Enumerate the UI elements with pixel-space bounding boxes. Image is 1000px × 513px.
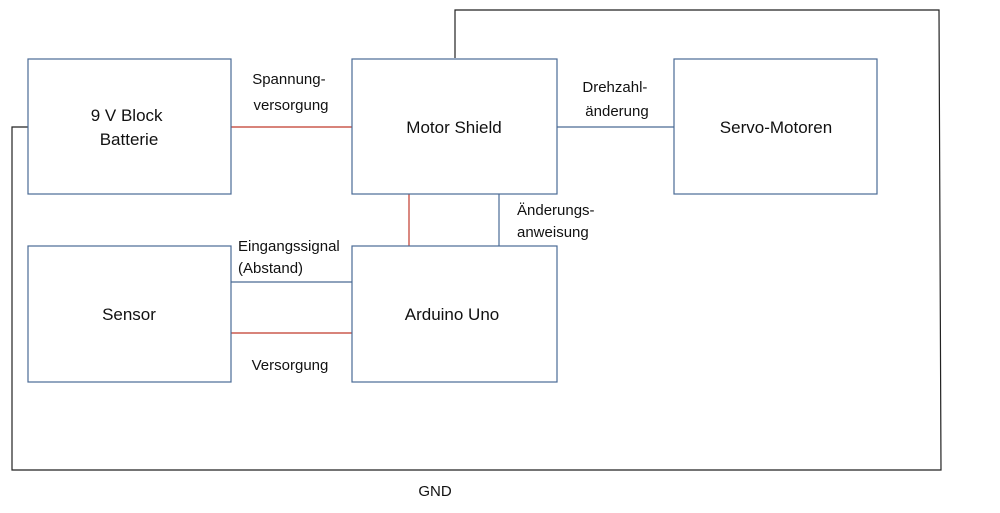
versorgung-label: Versorgung [252, 357, 329, 374]
eingangssignal-label: Eingangssignal (Abstand) [238, 238, 344, 277]
eingangssignal-line-1: Eingangssignal [238, 238, 340, 255]
drehzahlaenderung-line-1: Drehzahl- [582, 79, 647, 96]
motor-shield-block: Motor Shield [351, 58, 558, 195]
servo-label: Servo-Motoren [720, 118, 832, 137]
eingangssignal-line-2: (Abstand) [238, 260, 303, 277]
battery-label: 9 V Block Batterie [91, 106, 168, 149]
gnd-wire [11, 9, 942, 471]
aenderungsanweisung-line-2: anweisung [517, 224, 589, 241]
spannungsversorgung-line-1: Spannung- [252, 71, 325, 88]
drehzahlaenderung-label: Drehzahl- änderung [582, 79, 651, 120]
motor-shield-label: Motor Shield [406, 118, 501, 137]
spannungsversorgung-label: Spannung- versorgung [252, 71, 330, 114]
sensor-label: Sensor [102, 305, 156, 324]
arduino-label: Arduino Uno [405, 305, 500, 324]
drehzahlaenderung-line-2: änderung [585, 103, 648, 120]
battery-label-line-2: Batterie [100, 130, 159, 149]
aenderungsanweisung-label: Änderungs- anweisung [517, 202, 599, 241]
battery-block: 9 V Block Batterie [27, 58, 232, 195]
battery-label-line-1: 9 V Block [91, 106, 163, 125]
aenderungsanweisung-line-1: Änderungs- [517, 202, 595, 219]
servo-block: Servo-Motoren [673, 58, 878, 195]
spannungsversorgung-line-2: versorgung [253, 97, 328, 114]
arduino-block: Arduino Uno [351, 245, 558, 383]
gnd-label: GND [418, 483, 452, 500]
sensor-block: Sensor [27, 245, 232, 383]
